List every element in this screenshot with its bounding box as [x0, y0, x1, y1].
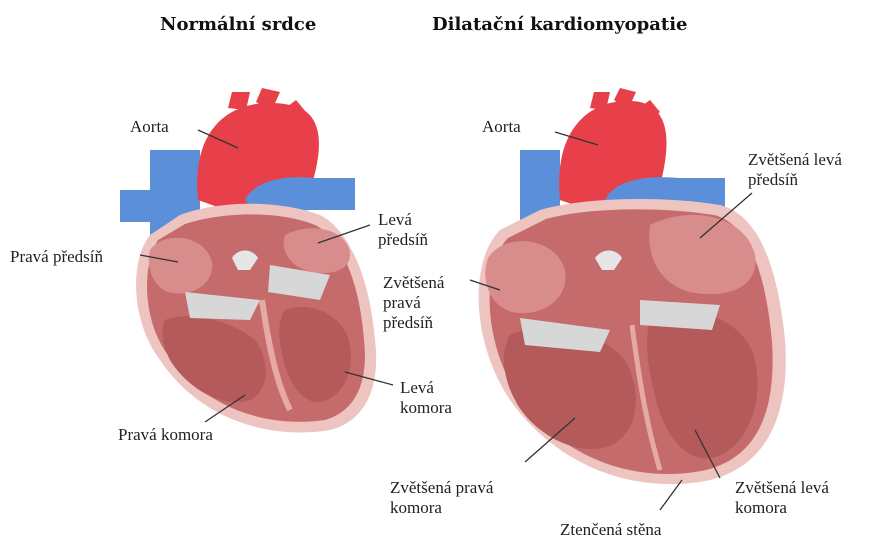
label-normal-right-ventricle: Pravá komora — [118, 425, 213, 445]
label-line: Levá — [378, 210, 428, 230]
label-line: komora — [400, 398, 452, 418]
label-normal-left-ventricle: Levá komora — [400, 378, 452, 418]
label-enlarged-left-ventricle: Zvětšená levá komora — [735, 478, 829, 518]
label-normal-aorta: Aorta — [130, 117, 169, 137]
label-thinned-wall: Ztenčená stěna — [560, 520, 661, 540]
label-enlarged-right-ventricle: Zvětšená pravá komora — [390, 478, 493, 518]
title-dilated-cardiomyopathy: Dilatační kardiomyopatie — [432, 14, 688, 35]
label-line: komora — [390, 498, 493, 518]
label-enlarged-left-atrium: Zvětšená levá předsíň — [748, 150, 842, 190]
label-normal-right-atrium: Pravá předsíň — [10, 247, 103, 267]
title-normal-heart: Normální srdce — [160, 14, 316, 35]
label-line: předsíň — [748, 170, 842, 190]
normal-heart — [120, 88, 376, 432]
label-line: Zvětšená levá — [748, 150, 842, 170]
label-line: Levá — [400, 378, 452, 398]
label-line: komora — [735, 498, 829, 518]
label-enlarged-right-atrium: Zvětšená pravá předsíň — [383, 273, 444, 333]
dilated-heart — [479, 88, 786, 484]
label-line: Zvětšená pravá — [390, 478, 493, 498]
label-normal-left-atrium: Levá předsíň — [378, 210, 428, 250]
label-line: Zvětšená levá — [735, 478, 829, 498]
pointer-dilated-thinned-wall — [660, 480, 682, 510]
label-line: předsíň — [383, 313, 444, 333]
label-dilated-aorta: Aorta — [482, 117, 521, 137]
label-line: Zvětšená — [383, 273, 444, 293]
label-line: předsíň — [378, 230, 428, 250]
label-line: pravá — [383, 293, 444, 313]
